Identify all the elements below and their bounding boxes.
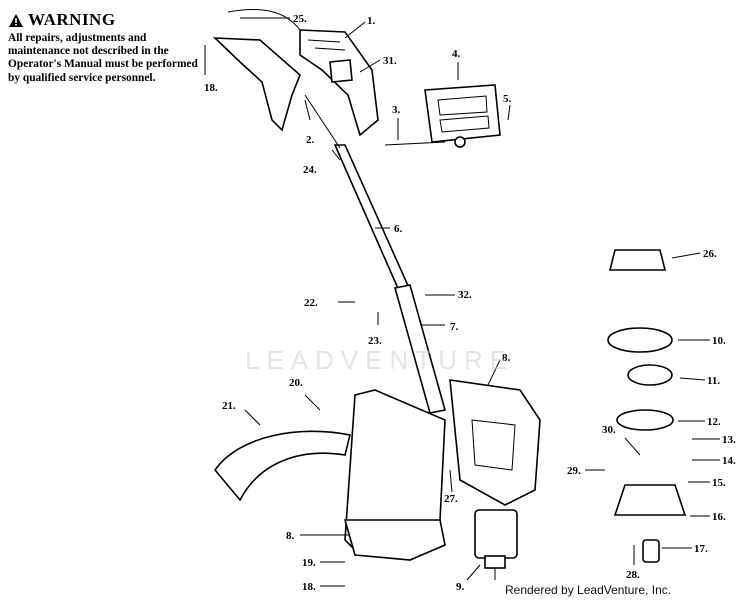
callout-20: 20.	[289, 377, 303, 389]
callout-10: 10.	[712, 335, 726, 347]
callout-2: 2.	[306, 134, 315, 146]
callout-23: 23.	[368, 335, 382, 347]
callout-17: 17.	[694, 543, 708, 555]
callout-19: 19.	[302, 557, 316, 569]
callout-8b: 8.	[286, 530, 295, 542]
switch-cover	[384, 84, 501, 148]
callout-31: 31.	[383, 55, 397, 67]
callout-16: 16.	[712, 511, 726, 523]
warning-text: All repairs, adjustments and maintenance…	[8, 32, 198, 84]
callout-6: 6.	[394, 223, 403, 235]
callout-labels: 1. 2. 3. 4. 5. 6. 7. 8. 8. 8. 9. 10. 11.…	[204, 13, 736, 593]
warning-notice: WARNING All repairs, adjustments and mai…	[8, 10, 198, 85]
handle-assembly	[212, 8, 379, 137]
callout-4: 4.	[452, 48, 461, 60]
spool-parts	[607, 249, 687, 563]
callout-18a: 18.	[204, 82, 218, 94]
callout-7: 7.	[450, 321, 459, 333]
shaft	[304, 94, 447, 414]
callout-21: 21.	[222, 400, 236, 412]
callout-14: 14.	[722, 455, 736, 467]
guard	[213, 430, 351, 502]
leader-lines	[204, 17, 720, 587]
callout-32: 32.	[458, 289, 472, 301]
callout-5: 5.	[503, 93, 512, 105]
render-credit: Rendered by LeadVenture, Inc.	[505, 583, 672, 597]
callout-26: 26.	[703, 248, 717, 260]
warning-heading: WARNING	[8, 10, 198, 30]
callout-1: 1.	[367, 15, 376, 27]
callout-27: 27.	[444, 493, 458, 505]
warning-triangle-icon	[9, 13, 23, 27]
callout-24: 24.	[303, 164, 317, 176]
callout-30: 30.	[602, 424, 616, 436]
callout-11: 11.	[707, 375, 720, 387]
watermark: LEADVENTURE	[245, 345, 515, 375]
callout-18b: 18.	[302, 581, 316, 593]
callout-29: 29.	[567, 465, 581, 477]
warning-title: WARNING	[28, 10, 116, 29]
callout-28: 28.	[626, 569, 640, 581]
callout-8a: 8.	[502, 352, 511, 364]
callout-3: 3.	[392, 104, 401, 116]
callout-22: 22.	[304, 297, 318, 309]
callout-25: 25.	[293, 13, 307, 25]
callout-15: 15.	[712, 477, 726, 489]
callout-9: 9.	[456, 581, 465, 593]
motor-housing	[343, 379, 541, 561]
callout-13: 13.	[722, 434, 736, 446]
callout-12: 12.	[707, 416, 721, 428]
motor	[474, 509, 518, 580]
